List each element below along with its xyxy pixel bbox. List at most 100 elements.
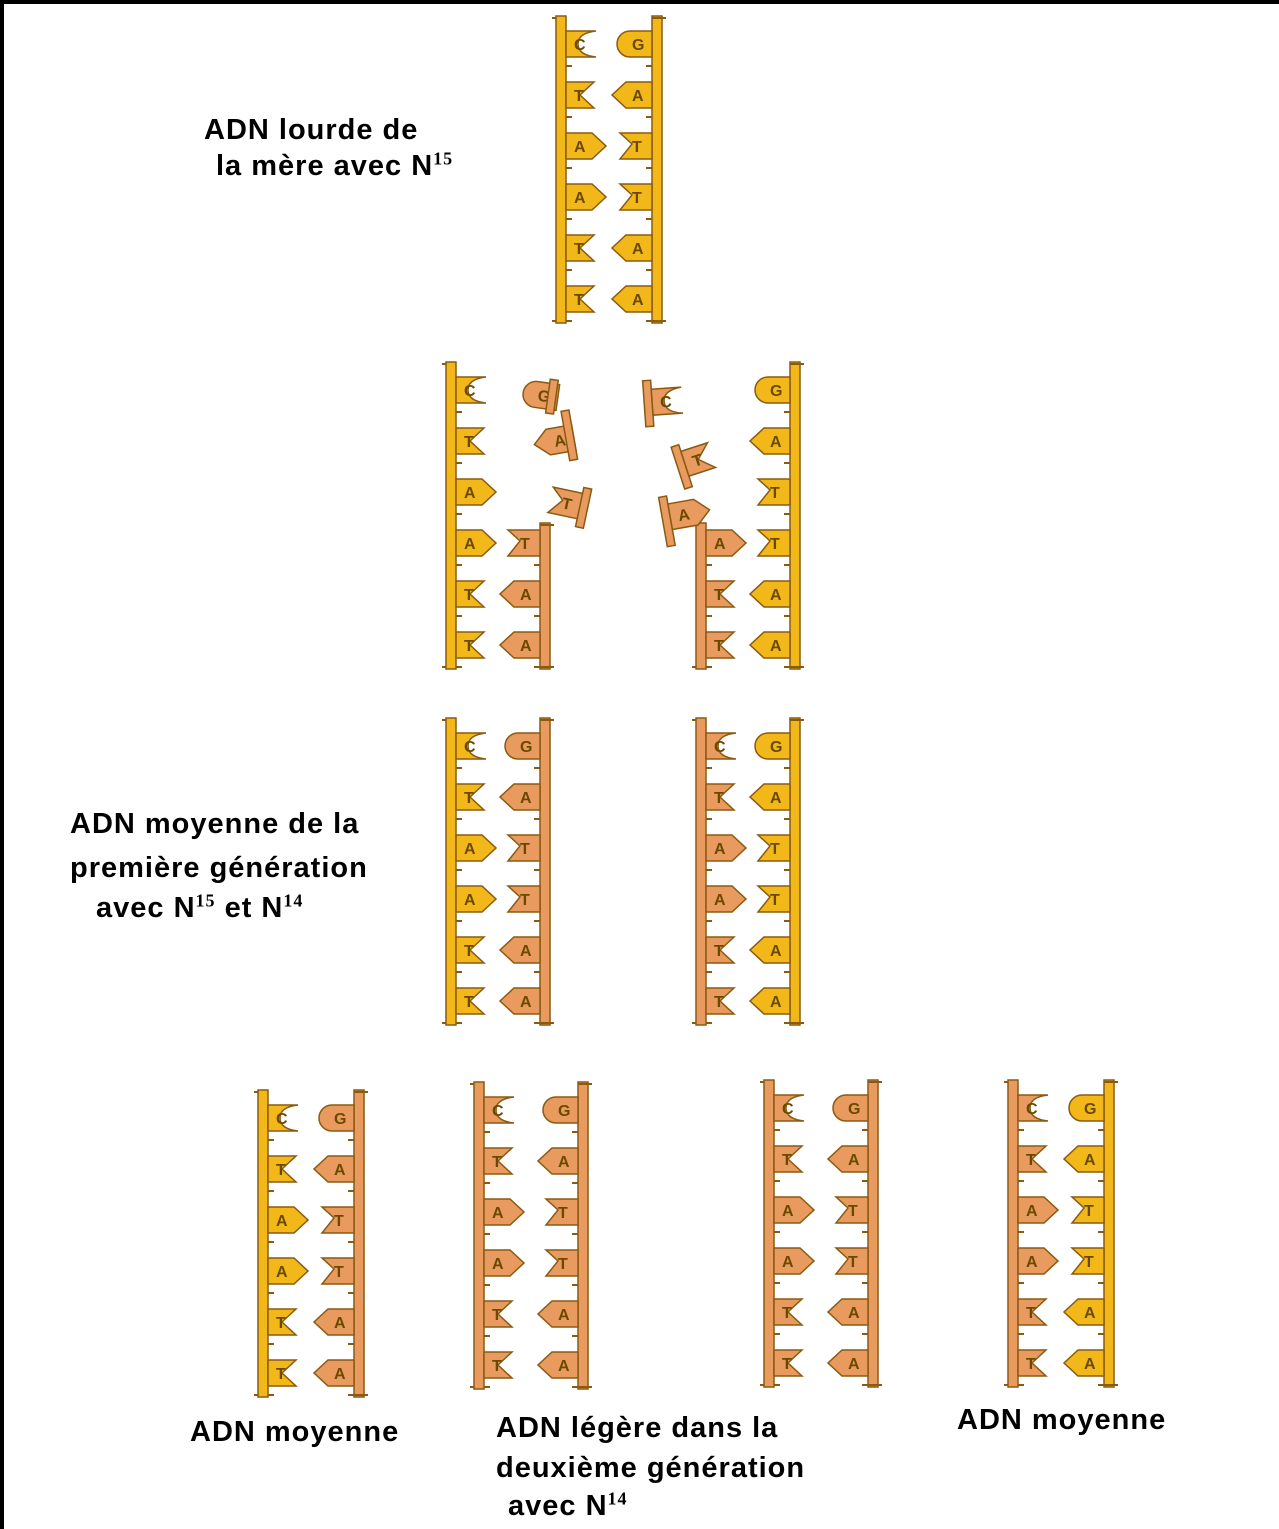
gen1-dna-2-right-base-4 xyxy=(748,936,791,964)
gen2-dna-1-right-base-2-letter: T xyxy=(334,1213,344,1230)
label-first-gen-line3: avec N15 et N14 xyxy=(70,890,368,926)
gen2-dna-2-left-base-2 xyxy=(483,1198,526,1226)
gen1-dna-1-left-base-4-letter: T xyxy=(464,943,474,960)
replication-left-left-base-1 xyxy=(455,427,486,455)
gen2-dna-3-left-base-0 xyxy=(773,1094,805,1122)
label-second-gen-right: ADN moyenne xyxy=(957,1404,1167,1436)
free-nucleotide-g: G xyxy=(522,378,561,415)
replication-right-left-backbone xyxy=(695,522,707,670)
gen2-dna-1-right-base-4 xyxy=(312,1308,355,1336)
gen1-dna-2-left-base-0 xyxy=(705,732,737,760)
replication-right-right-base-2-letter: T xyxy=(770,485,780,502)
parent-dna-right-base-1-letter: A xyxy=(632,88,644,105)
label-first-gen-line2: première génération xyxy=(70,852,368,884)
gen1-dna-1-right-backbone xyxy=(539,717,551,1026)
gen2-dna-2-left-base-0-letter: C xyxy=(492,1103,504,1120)
free-base-t2 xyxy=(679,441,718,478)
gen2-dna-3-right-base-3 xyxy=(834,1247,869,1275)
parent-dna-right-base-3 xyxy=(618,183,653,211)
replication-left-right-backbone xyxy=(539,522,551,670)
gen1-dna-1-right-base-1-letter: A xyxy=(520,790,532,807)
replication-left-left-base-3-letter: A xyxy=(464,536,476,553)
gen2-dna-3-right-base-5-letter: A xyxy=(848,1356,860,1373)
gen2-dna-2-right-base-2-letter: T xyxy=(558,1205,568,1222)
replication-right-right-base-2 xyxy=(756,478,791,506)
replication-left-left-base-2-letter: A xyxy=(464,485,476,502)
gen2-dna-2-right-base-5-letter: A xyxy=(558,1358,570,1375)
gen1-dna-1-right-base-5-letter: A xyxy=(520,994,532,1011)
replication-left-right-base-3-letter: T xyxy=(520,536,530,553)
gen2-dna-2-right-base-4 xyxy=(536,1300,579,1328)
gen2-dna-2-right-base-3 xyxy=(544,1249,579,1277)
label-parent-line1: ADN lourde de xyxy=(204,114,419,146)
gen1-dna-2-left-backbone xyxy=(695,717,707,1026)
gen1-dna-2-left-base-2-letter: A xyxy=(714,841,726,858)
gen1-dna-1-left-base-3-letter: A xyxy=(464,892,476,909)
parent-dna-right-base-2-letter: T xyxy=(632,139,642,156)
parent-dna-left-base-5 xyxy=(565,285,596,313)
parent-dna-right-base-1 xyxy=(610,81,653,109)
gen2-dna-2-left-base-1 xyxy=(483,1147,514,1175)
free-base-g-sugar xyxy=(544,378,560,415)
gen1-dna-1-left-base-0 xyxy=(455,732,487,760)
gen1-dna-2-left-base-1-letter: T xyxy=(714,790,724,807)
label-second-generation: ADN légère dans la deuxième génération a… xyxy=(496,1410,805,1524)
parent-dna-left-base-4 xyxy=(565,234,596,262)
gen2-dna-1-left-base-5 xyxy=(267,1359,298,1387)
gen2-dna-2-left-backbone xyxy=(473,1081,485,1390)
replication-right-right-base-5-letter: A xyxy=(770,638,782,655)
gen2-dna-3-right-backbone xyxy=(867,1079,879,1388)
free-nucleotide-a1: A xyxy=(533,409,579,462)
gen2-dna-2-right-base-5 xyxy=(536,1351,579,1379)
gen2-dna-4-right-base-0 xyxy=(1068,1094,1105,1122)
gen2-dna-4-right-base-5 xyxy=(1062,1349,1105,1377)
gen2-dna-1-right-base-5 xyxy=(312,1359,355,1387)
label-first-gen-sup-b: 14 xyxy=(283,890,304,911)
gen2-dna-4-left-backbone xyxy=(1007,1079,1019,1388)
gen2-dna-4-left-base-0-letter: C xyxy=(1026,1101,1038,1118)
replication-right-right-base-1 xyxy=(748,427,791,455)
parent-dna-left-base-2-letter: A xyxy=(574,139,586,156)
gen2-dna-1-right-backbone xyxy=(353,1089,365,1398)
replication-right-left-base-3 xyxy=(705,529,748,557)
gen2-dna-2-right-base-1-letter: A xyxy=(558,1154,570,1171)
label-parent-line2-text: la mère avec N xyxy=(216,150,434,182)
label-second-gen-line3-text: avec N xyxy=(508,1490,608,1522)
gen1-dna-1-right-base-2-letter: T xyxy=(520,841,530,858)
free-nucleotide-t2: T xyxy=(670,441,718,490)
gen2-dna-1-left-base-3 xyxy=(267,1257,310,1285)
replication-left-left-base-4-letter: T xyxy=(464,587,474,604)
gen1-dna-2-right-base-0 xyxy=(754,732,791,760)
gen2-dna-4-right-backbone xyxy=(1103,1079,1115,1388)
replication-left-left-base-5 xyxy=(455,631,486,659)
gen1-dna-2-left-base-5-letter: T xyxy=(714,994,724,1011)
gen1-dna-1-left-base-4 xyxy=(455,936,486,964)
gen2-dna-1-right-base-4-letter: A xyxy=(334,1315,346,1332)
free-base-a2 xyxy=(667,498,711,531)
gen2-dna-2-right-backbone xyxy=(577,1081,589,1390)
gen2-dna-4-right-base-1 xyxy=(1062,1145,1105,1173)
gen2-dna-2-right-base-2 xyxy=(544,1198,579,1226)
parent-dna-left-base-5-letter: T xyxy=(574,292,584,309)
gen2-dna-3-left-base-1-letter: T xyxy=(782,1152,792,1169)
gen2-dna-3-right-base-4 xyxy=(826,1298,869,1326)
gen2-dna-1-right-base-1-letter: A xyxy=(334,1162,346,1179)
label-second-gen-line3: avec N14 xyxy=(496,1488,805,1524)
label-parent-superscript: 15 xyxy=(433,148,454,169)
gen1-dna-2-right-base-3-letter: T xyxy=(770,892,780,909)
label-parent-dna: ADN lourde de la mère avec N15 xyxy=(204,112,453,184)
gen2-dna-4-right-base-2-letter: T xyxy=(1084,1203,1094,1220)
gen2-dna-4-left-base-1-letter: T xyxy=(1026,1152,1036,1169)
free-base-a1-sugar xyxy=(560,409,579,462)
label-first-generation: ADN moyenne de la première génération av… xyxy=(70,806,368,926)
replication-right-right-backbone xyxy=(789,361,801,670)
gen2-dna-1-left-base-4-letter: T xyxy=(276,1315,286,1332)
replication-left-left-base-3 xyxy=(455,529,498,557)
free-base-a1-letter: A xyxy=(553,432,568,451)
gen2-dna-2-left-base-1-letter: T xyxy=(492,1154,502,1171)
gen2-dna-2-right-base-3-letter: T xyxy=(558,1256,568,1273)
